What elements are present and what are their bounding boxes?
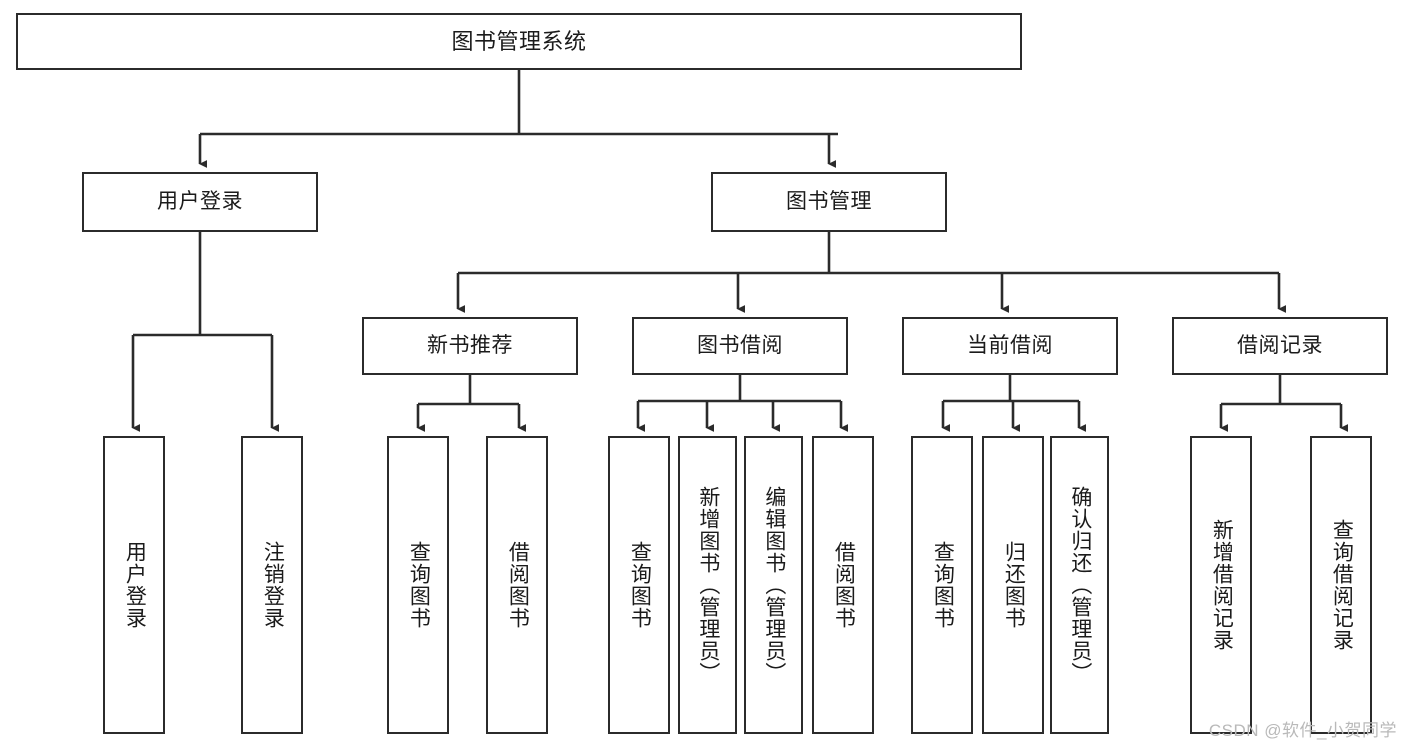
node-leaf-add-book[interactable]: 新增图书（管理员） (678, 436, 737, 734)
watermark: CSDN @软件_小贺同学 (1208, 721, 1397, 740)
node-leaf-edit-book-label: 编辑图书（管理员） (762, 486, 786, 684)
node-current-borrow[interactable]: 当前借阅 (902, 317, 1118, 375)
node-borrow-record-label: 借阅记录 (1237, 333, 1323, 357)
node-leaf-query-book-3-label: 查询图书 (931, 541, 955, 629)
node-leaf-user-login[interactable]: 用户登录 (103, 436, 165, 734)
node-new-book-recommend-label: 新书推荐 (427, 333, 513, 357)
node-leaf-user-login-label: 用户登录 (123, 541, 147, 629)
node-user-login[interactable]: 用户登录 (82, 172, 318, 232)
node-leaf-borrow-book-1[interactable]: 借阅图书 (486, 436, 548, 734)
node-borrow-record[interactable]: 借阅记录 (1172, 317, 1388, 375)
node-book-borrow[interactable]: 图书借阅 (632, 317, 848, 375)
node-leaf-return-book[interactable]: 归还图书 (982, 436, 1044, 734)
node-leaf-edit-book[interactable]: 编辑图书（管理员） (744, 436, 803, 734)
node-leaf-add-record[interactable]: 新增借阅记录 (1190, 436, 1252, 734)
node-leaf-return-book-label: 归还图书 (1002, 541, 1026, 629)
node-leaf-user-logout[interactable]: 注销登录 (241, 436, 303, 734)
node-leaf-query-book-2[interactable]: 查询图书 (608, 436, 670, 734)
node-user-login-label: 用户登录 (157, 189, 243, 213)
node-leaf-borrow-book-1-label: 借阅图书 (506, 541, 530, 629)
node-leaf-confirm-return-label: 确认归还（管理员） (1068, 486, 1092, 684)
node-leaf-query-record[interactable]: 查询借阅记录 (1310, 436, 1372, 734)
node-book-manage-label: 图书管理 (786, 189, 872, 213)
node-leaf-borrow-book-2-label: 借阅图书 (832, 541, 856, 629)
node-leaf-add-record-label: 新增借阅记录 (1210, 519, 1234, 651)
node-current-borrow-label: 当前借阅 (967, 333, 1053, 357)
node-leaf-borrow-book-2[interactable]: 借阅图书 (812, 436, 874, 734)
node-leaf-user-logout-label: 注销登录 (261, 541, 285, 629)
node-root-label: 图书管理系统 (451, 28, 587, 54)
node-leaf-query-book-1-label: 查询图书 (407, 541, 431, 629)
node-leaf-query-book-2-label: 查询图书 (628, 541, 652, 629)
node-leaf-query-book-1[interactable]: 查询图书 (387, 436, 449, 734)
node-leaf-query-record-label: 查询借阅记录 (1330, 519, 1354, 651)
node-book-manage[interactable]: 图书管理 (711, 172, 947, 232)
node-leaf-add-book-label: 新增图书（管理员） (696, 486, 720, 684)
node-leaf-confirm-return[interactable]: 确认归还（管理员） (1050, 436, 1109, 734)
node-leaf-query-book-3[interactable]: 查询图书 (911, 436, 973, 734)
node-root[interactable]: 图书管理系统 (16, 13, 1022, 70)
node-new-book-recommend[interactable]: 新书推荐 (362, 317, 578, 375)
node-book-borrow-label: 图书借阅 (697, 333, 783, 357)
